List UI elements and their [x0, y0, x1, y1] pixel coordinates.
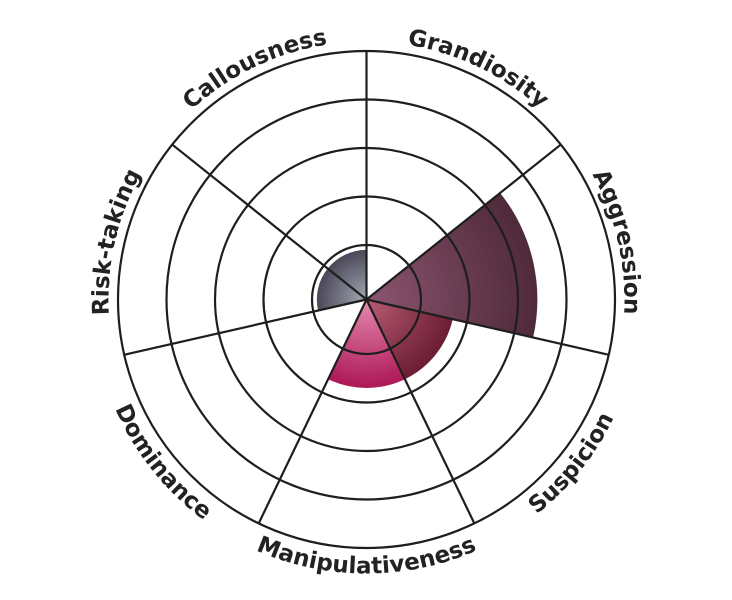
grid-spoke — [365, 143, 562, 301]
grid-spoke — [366, 298, 610, 356]
grid-spoke — [123, 298, 367, 356]
category-label-text: Manipulativeness — [253, 532, 479, 580]
sector-suspicion — [366, 299, 453, 380]
sector-aggression — [366, 192, 538, 338]
category-label: Suspicion — [524, 408, 619, 519]
category-label-text: Callousness — [178, 25, 329, 115]
category-label: Grandiosity — [406, 25, 554, 113]
sector-callousness — [327, 249, 367, 300]
category-label: Dominance — [110, 400, 217, 525]
grid-spoke — [257, 299, 368, 524]
sectors — [316, 192, 538, 388]
sector-manipulativeness — [328, 299, 405, 388]
grid-spoke — [171, 143, 368, 301]
category-label: Callousness — [178, 25, 329, 115]
grid-spoke — [365, 299, 476, 524]
sector-risk-taking — [316, 268, 367, 311]
category-label-text: Dominance — [110, 400, 217, 525]
category-label-text: Suspicion — [524, 408, 619, 519]
grid — [116, 49, 617, 550]
category-label: Manipulativeness — [253, 532, 479, 580]
category-label-text: Grandiosity — [406, 25, 554, 113]
